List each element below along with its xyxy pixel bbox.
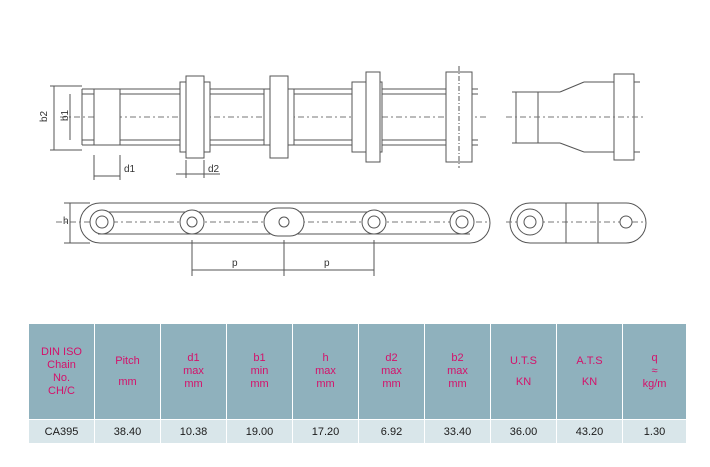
chain-technical-drawing: b2 b1 d1 d2 h p p	[39, 66, 647, 276]
cell-q: 1.30	[622, 419, 687, 444]
chain-spec-table: DIN ISO Chain No. CH/C Pitch mm d1 max m…	[28, 322, 687, 444]
cell-b2: 33.40	[424, 419, 491, 444]
b2-label: b2	[39, 110, 50, 122]
cell-d2: 6.92	[358, 419, 425, 444]
header-q: q ≈ kg/m	[622, 322, 687, 421]
h-label: h	[63, 216, 69, 227]
cell-ats: 43.20	[556, 419, 623, 444]
cell-d1: 10.38	[160, 419, 227, 444]
pitch-label-2: p	[324, 258, 330, 269]
header-chain-no: DIN ISO Chain No. CH/C	[28, 322, 95, 421]
table-header-row: DIN ISO Chain No. CH/C Pitch mm d1 max m…	[28, 322, 687, 421]
d1-label: d1	[124, 164, 136, 175]
cell-uts: 36.00	[490, 419, 557, 444]
cell-b1: 19.00	[226, 419, 293, 444]
header-h: h max mm	[292, 322, 359, 421]
pitch-label-1: p	[232, 258, 238, 269]
header-uts: U.T.S KN	[490, 322, 557, 421]
header-d2: d2 max mm	[358, 322, 425, 421]
header-b1: b1 min mm	[226, 322, 293, 421]
header-pitch: Pitch mm	[94, 322, 161, 421]
d2-label: d2	[208, 164, 220, 175]
header-b2: b2 max mm	[424, 322, 491, 421]
cell-pitch: 38.40	[94, 419, 161, 444]
header-ats: A.T.S KN	[556, 322, 623, 421]
cell-h: 17.20	[292, 419, 359, 444]
cell-chain-no: CA395	[28, 419, 95, 444]
b1-label: b1	[60, 109, 71, 121]
header-d1: d1 max mm	[160, 322, 227, 421]
table-row: CA395 38.40 10.38 19.00 17.20 6.92 33.40…	[28, 419, 687, 444]
